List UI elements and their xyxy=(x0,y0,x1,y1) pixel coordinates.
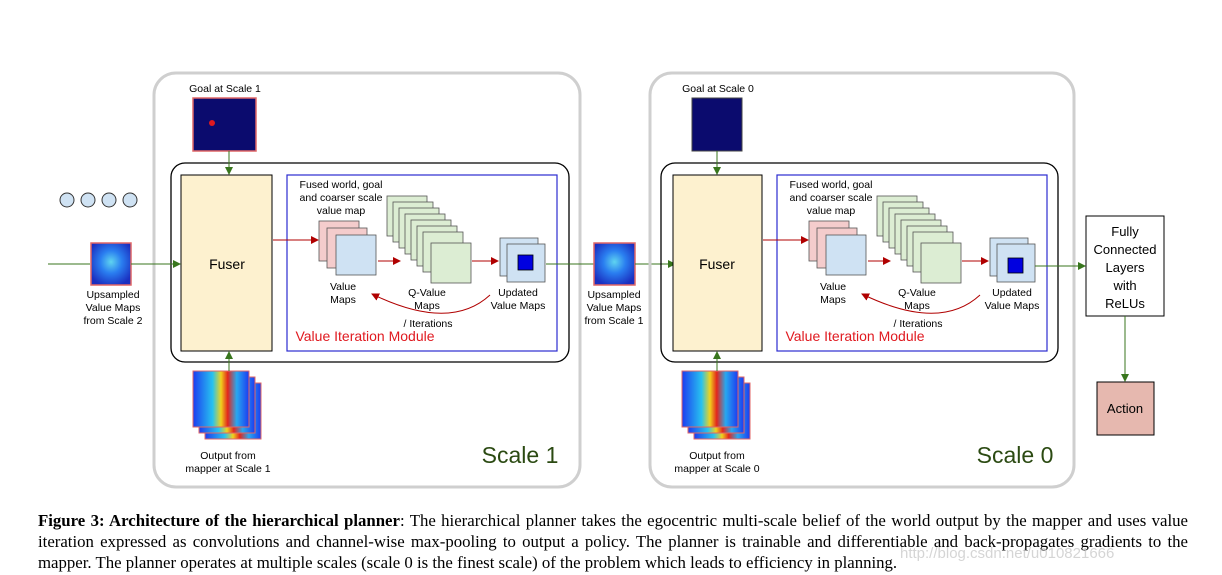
fc-line-1: Fully xyxy=(1111,224,1139,239)
scale1-inner-panel xyxy=(170,162,570,363)
scale1-module-label: Value Iteration Module xyxy=(295,328,434,344)
upsampled-scale2-line-3: from Scale 2 xyxy=(84,315,143,327)
scale0-updated-line-1: Updated xyxy=(992,287,1032,299)
scale1-value-maps-stack xyxy=(318,220,377,276)
scale0-goal-map xyxy=(691,97,743,152)
scale1-goal-dot xyxy=(209,120,215,126)
scale1-fuser-label: Fuser xyxy=(209,256,245,272)
scale0-module-label: Value Iteration Module xyxy=(785,328,924,344)
scale0-fused-label-line-3: value map xyxy=(807,205,856,217)
caption-text: : The hierarchical planner takes the ego… xyxy=(38,511,1188,572)
fc-line-2: Connected xyxy=(1094,242,1157,257)
scale1-iterations-label: / Iterations xyxy=(403,318,452,330)
scale0-fused-label-line-2: and coarser scale xyxy=(790,192,873,204)
scale0-iterations-label: / Iterations xyxy=(893,318,942,330)
scale1-mapper-output-line-1: Output from xyxy=(200,450,256,462)
scale1-value-maps-line-2: Maps xyxy=(330,294,356,306)
architecture-diagram: Goal at Scale 1 Fuser Output from mapper… xyxy=(48,71,1165,489)
scale0-panel xyxy=(648,71,1076,489)
scale0-mapper-output-line-1: Output from xyxy=(689,450,745,462)
scale1-value-maps-line-1: Value xyxy=(330,281,356,293)
scale1-updated-line-1: Updated xyxy=(498,287,538,299)
scale1-goal-map xyxy=(192,97,257,152)
upsampled-scale1-line-3: from Scale 1 xyxy=(585,315,644,327)
scale0-label: Scale 0 xyxy=(977,442,1054,468)
upsampled-scale2-line-2: Value Maps xyxy=(86,302,141,314)
scale0-q-value-line-1: Q-Value xyxy=(898,287,936,299)
scale1-q-value-line-1: Q-Value xyxy=(408,287,446,299)
fc-line-4: with xyxy=(1112,278,1136,293)
scale1-mapper-output-stack xyxy=(192,370,262,440)
scale1-updated-value-maps-stack xyxy=(499,237,546,283)
upsampled-scale2-line-1: Upsampled xyxy=(86,289,139,301)
scale1-goal-label: Goal at Scale 1 xyxy=(189,83,261,95)
fully-connected-layers-box xyxy=(1085,215,1165,317)
scale1-q-value-line-2: Maps xyxy=(414,300,440,312)
scale1-updated-line-2: Value Maps xyxy=(491,300,546,312)
action-label: Action xyxy=(1107,401,1143,416)
scale1-iteration-arrow xyxy=(371,293,491,314)
fc-line-3: Layers xyxy=(1105,260,1145,275)
upsampled-scale2-map xyxy=(90,242,132,286)
scale0-fuser xyxy=(672,174,763,352)
scale0-fused-label-line-1: Fused world, goal xyxy=(790,179,873,191)
ellipsis-circles xyxy=(59,192,138,208)
watermark: http://blog.csdn.net/u010821666 xyxy=(900,545,1115,562)
upsampled-scale1-line-2: Value Maps xyxy=(587,302,642,314)
scale0-goal-label: Goal at Scale 0 xyxy=(682,83,754,95)
scale0-value-iteration-module xyxy=(776,174,1048,352)
action-box xyxy=(1096,381,1155,436)
scale0-inner-panel xyxy=(660,162,1059,363)
scale1-fused-label-line-2: and coarser scale xyxy=(300,192,383,204)
scale1-fused-label-line-3: value map xyxy=(317,205,366,217)
scale1-mapper-output-line-2: mapper at Scale 1 xyxy=(185,463,270,475)
scale1-panel xyxy=(152,71,582,489)
scale0-fuser-label: Fuser xyxy=(699,256,735,272)
scale0-iteration-arrow xyxy=(861,293,981,314)
upsampled-scale1-map xyxy=(593,242,636,286)
scale0-q-value-line-2: Maps xyxy=(904,300,930,312)
upsampled-scale1-line-1: Upsampled xyxy=(587,289,640,301)
scale0-updated-value-maps-stack xyxy=(989,237,1036,283)
scale0-mapper-output-stack xyxy=(681,370,751,440)
scale0-updated-line-2: Value Maps xyxy=(985,300,1040,312)
scale1-fused-label-line-1: Fused world, goal xyxy=(300,179,383,191)
scale1-q-value-maps-stack xyxy=(386,195,472,284)
fc-line-5: ReLUs xyxy=(1105,296,1145,311)
figure-caption: Figure 3: Architecture of the hierarchic… xyxy=(38,510,1188,573)
scale0-value-maps-line-2: Maps xyxy=(820,294,846,306)
caption-label: Figure 3: Architecture of the hierarchic… xyxy=(38,511,400,530)
scale0-mapper-output-line-2: mapper at Scale 0 xyxy=(674,463,759,475)
scale1-label: Scale 1 xyxy=(482,442,559,468)
scale0-value-maps-stack xyxy=(808,220,867,276)
scale0-q-value-maps-stack xyxy=(876,195,962,284)
scale0-value-maps-line-1: Value xyxy=(820,281,846,293)
scale1-value-iteration-module xyxy=(286,174,558,352)
scale1-fuser xyxy=(180,174,273,352)
